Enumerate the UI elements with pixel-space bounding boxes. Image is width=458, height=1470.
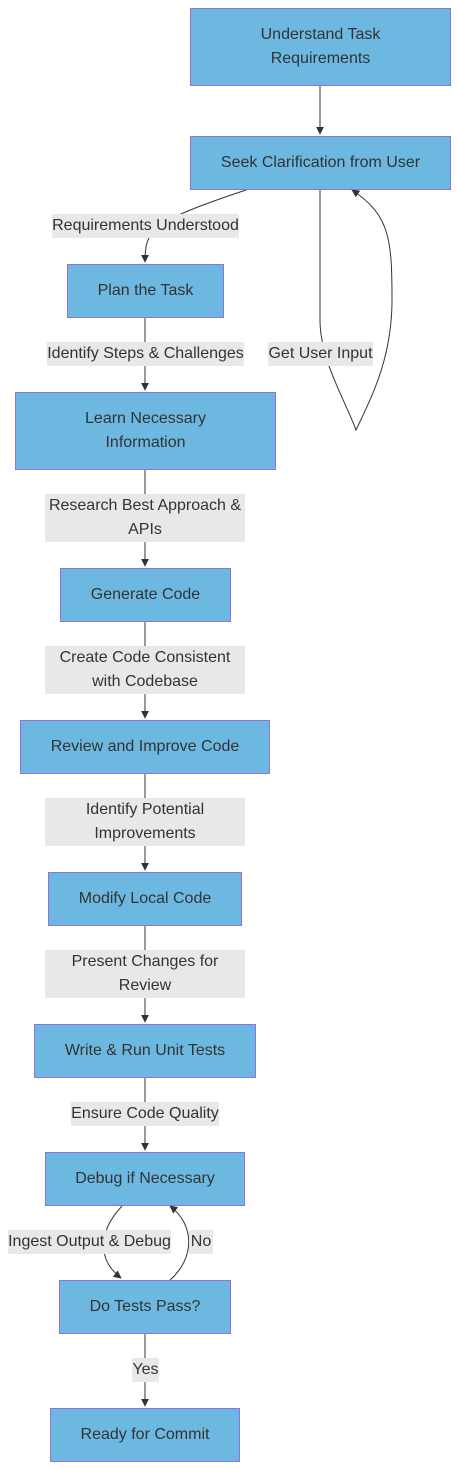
edge-label-create-code: Create Code Consistent with Codebase xyxy=(45,646,245,694)
node-write-run-unit-tests: Write & Run Unit Tests xyxy=(34,1024,256,1078)
node-label: Understand Task Requirements xyxy=(260,26,381,67)
node-label: Debug if Necessary xyxy=(75,1170,215,1187)
edge-label-ingest-output: Ingest Output & Debug xyxy=(8,1230,171,1254)
node-label: Modify Local Code xyxy=(78,890,212,907)
node-label: Plan the Task xyxy=(97,282,194,299)
edge-label-research: Research Best Approach & APIs xyxy=(45,494,245,542)
node-label: Do Tests Pass? xyxy=(89,1298,201,1315)
edge-label-yes: Yes xyxy=(132,1358,159,1382)
node-do-tests-pass: Do Tests Pass? xyxy=(59,1280,231,1334)
node-label: Ready for Commit xyxy=(80,1426,210,1443)
node-label: Generate Code xyxy=(90,586,201,603)
edge-label-identify-steps: Identify Steps & Challenges xyxy=(47,342,244,366)
node-label: Seek Clarification from User xyxy=(220,154,421,171)
node-label: Review and Improve Code xyxy=(50,738,240,755)
node-review-and-improve-code: Review and Improve Code xyxy=(20,720,270,774)
edge-label-present-changes: Present Changes for Review xyxy=(45,950,245,998)
node-label: Learn Necessary Information xyxy=(85,410,206,451)
edge-label-requirements-understood: Requirements Understood xyxy=(52,214,239,238)
node-plan-the-task: Plan the Task xyxy=(67,264,224,318)
node-ready-for-commit: Ready for Commit xyxy=(50,1408,240,1462)
edge-clarify-loop xyxy=(319,189,393,432)
node-learn-necessary-information: Learn Necessary Information xyxy=(15,392,276,470)
edge-label-no: No xyxy=(189,1230,213,1254)
node-understand-task-requirements: Understand Task Requirements xyxy=(190,8,451,86)
edge-pass-debug xyxy=(169,1205,190,1281)
node-debug-if-necessary: Debug if Necessary xyxy=(45,1152,245,1206)
node-seek-clarification: Seek Clarification from User xyxy=(190,136,451,190)
edge-label-get-user-input: Get User Input xyxy=(268,342,373,366)
edge-label-identify-improvements: Identify Potential Improvements xyxy=(45,798,245,846)
node-label: Write & Run Unit Tests xyxy=(64,1042,226,1059)
node-generate-code: Generate Code xyxy=(60,568,231,622)
edge-label-ensure-quality: Ensure Code Quality xyxy=(71,1102,219,1126)
node-modify-local-code: Modify Local Code xyxy=(48,872,242,926)
